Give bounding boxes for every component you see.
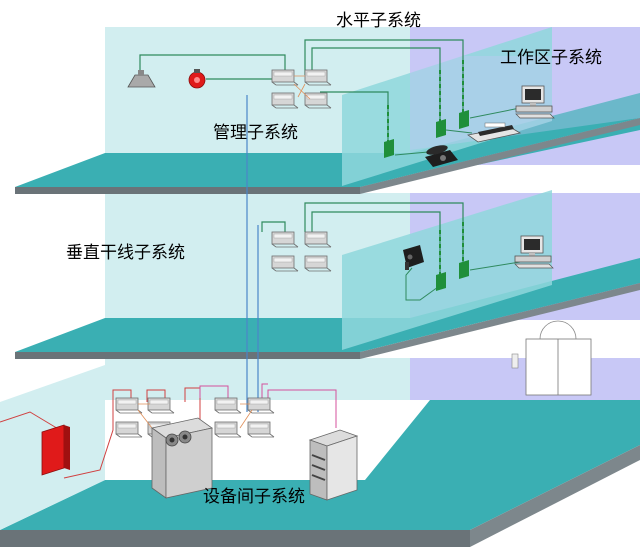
fire-cable	[63, 389, 132, 479]
patch-panel-icon	[115, 397, 275, 438]
horizontal-cable-f2-1	[304, 202, 464, 265]
ground-edge	[0, 530, 470, 547]
label-work-area-subsystem: 工作区子系统	[500, 48, 602, 68]
horizontal-cable-1	[304, 39, 464, 118]
fax-cable	[445, 129, 473, 134]
floor-surface-2	[15, 258, 640, 352]
ceiling-light-icon	[127, 70, 156, 88]
floor-edge-2	[15, 352, 360, 359]
ground-edge-side	[470, 445, 640, 547]
back-wall-left-floor3	[105, 27, 410, 165]
fax-machine-icon	[466, 122, 522, 143]
cross-connect-cable	[146, 389, 166, 402]
fire-alarm-panel-icon	[41, 424, 70, 476]
label-admin-subsystem: 管理子系统	[213, 123, 298, 143]
pc-cable-f2	[469, 261, 521, 271]
wall-outlet-icon	[384, 110, 469, 158]
patch-cable-pink	[199, 385, 229, 398]
alarm-bell-icon	[188, 69, 206, 89]
label-equipment-room-subsystem: 设备间子系统	[203, 487, 305, 507]
camera-cable	[405, 267, 439, 301]
patch-panel-icon	[271, 69, 332, 109]
door-icon	[511, 320, 592, 396]
server-rack-icon	[308, 429, 359, 501]
horizontal-cable-f2-2	[311, 211, 441, 275]
fire-cable-in	[0, 411, 61, 431]
floor-edge-2-side	[360, 283, 640, 359]
floor-edge-3-side	[360, 118, 640, 194]
partition-floor2	[342, 190, 552, 350]
floor-surface-1	[0, 400, 640, 530]
light-cable	[139, 54, 286, 75]
floor-edge-3	[15, 187, 360, 194]
security-camera-icon	[403, 245, 424, 270]
wall-outlet-icon	[436, 260, 469, 291]
label-backbone-subsystem: 垂直干线子系统	[66, 243, 185, 263]
patch-cable-f2	[261, 221, 286, 232]
phone-cable	[394, 151, 429, 156]
pbx-switch-icon	[151, 417, 213, 499]
partition-floor3	[342, 27, 552, 186]
pbx-cable	[184, 387, 201, 420]
floor-surface-3	[15, 93, 640, 187]
label-horizontal-subsystem: 水平子系统	[336, 11, 421, 31]
server-cable	[267, 389, 337, 428]
telephone-icon	[425, 145, 458, 167]
pc-cable	[469, 107, 521, 119]
patch-cable-pink-2	[261, 383, 268, 398]
